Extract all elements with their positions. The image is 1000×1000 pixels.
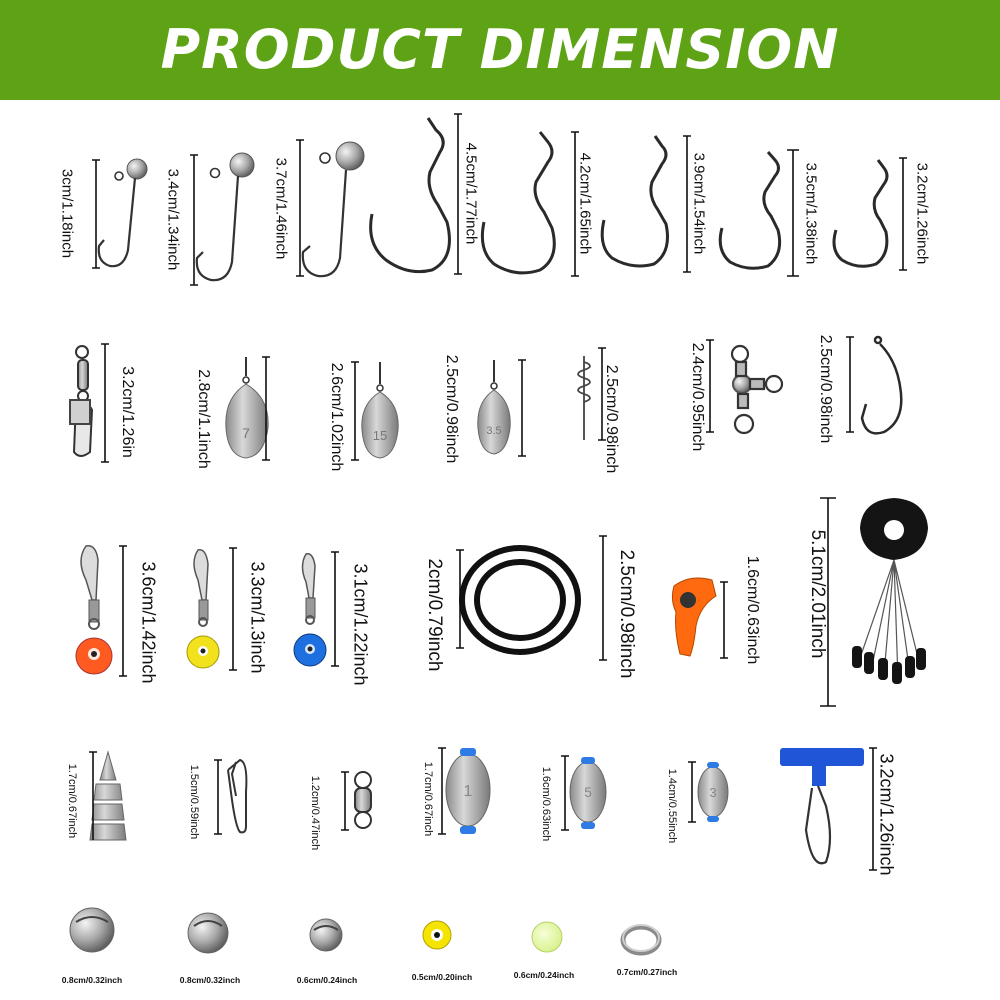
jig-head-large bbox=[301, 141, 365, 278]
jig-head-medium bbox=[195, 152, 255, 282]
worm-hook-large bbox=[369, 117, 451, 274]
egg-sinker-1-size: 1.7cm/0.67inch bbox=[422, 761, 434, 837]
hook-32-size: 3.2cm/1.26inch bbox=[913, 162, 931, 265]
spring-lock bbox=[577, 356, 591, 440]
bobber-stopper bbox=[852, 498, 928, 684]
sinker-slide bbox=[780, 748, 864, 865]
spring-lock-size: 2.5cm/0.98inch bbox=[603, 364, 620, 474]
split-shot-large-a bbox=[69, 907, 115, 953]
glow-bead-size: 0.6cm/0.24inch bbox=[513, 970, 575, 980]
drop-sinker-15 bbox=[361, 362, 399, 459]
egg-sinker-1-mark: 1 bbox=[464, 783, 473, 800]
sinker-slide-size: 3.2cm/1.26inch bbox=[876, 753, 897, 876]
egg-sinker-3-mark: 3 bbox=[709, 785, 716, 800]
egg-sinker-1 bbox=[445, 748, 491, 834]
spike-weight-size: 1.7cm/0.67inch bbox=[66, 763, 78, 839]
drop-sinker-7 bbox=[225, 357, 269, 459]
hook-39-size: 3.9cm/1.54inch bbox=[690, 152, 708, 255]
drop-sinker-3-5 bbox=[477, 360, 511, 455]
jighead-large-size: 3.7cm/1.46inch bbox=[272, 157, 290, 260]
drop-sinker-7-mark: 7 bbox=[242, 425, 250, 441]
title-banner: PRODUCT DIMENSION bbox=[0, 0, 1000, 100]
glow-bead bbox=[531, 921, 563, 953]
three-way-swivel-size: 2.4cm/0.95inch bbox=[689, 342, 706, 452]
eye-bead bbox=[422, 920, 452, 950]
jighead-medium-size: 3.4cm/1.34inch bbox=[164, 168, 182, 271]
eye-bead-size: 0.5cm/0.20inch bbox=[411, 972, 473, 982]
split-shot-a-size: 0.8cm/0.32inch bbox=[61, 975, 123, 985]
drop-sinker-15-size: 2.6cm/1.02inch bbox=[328, 362, 345, 472]
snap-swivel bbox=[69, 345, 94, 457]
hook-45-size: 4.5cm/1.77inch bbox=[462, 142, 480, 245]
o-ring-small-size: 2cm/0.79inch bbox=[424, 558, 445, 672]
o-ring-large-size: 2.5cm/0.98inch bbox=[616, 549, 637, 679]
jighead-small-size: 3cm/1.18inch bbox=[58, 168, 76, 259]
egg-sinker-5-size: 1.6cm/0.63inch bbox=[540, 766, 552, 842]
float-stop-size: 1.6cm/0.63inch bbox=[744, 555, 761, 665]
safety-snap bbox=[227, 758, 248, 834]
split-shot-b-size: 0.8cm/0.32inch bbox=[179, 975, 241, 985]
split-shot-large-b bbox=[187, 912, 229, 954]
swivel-bead-orange bbox=[75, 545, 113, 675]
swivel-bead-blue-size: 3.1cm/1.22inch bbox=[350, 563, 371, 686]
hook-42-size: 4.2cm/1.65inch bbox=[576, 152, 594, 255]
worm-hook-42 bbox=[480, 131, 556, 275]
bobber-stopper-size: 5.1cm/2.01inch bbox=[807, 529, 828, 659]
barrel-swivel-size: 1.2cm/0.47inch bbox=[309, 775, 321, 851]
o-rings bbox=[459, 545, 581, 655]
three-way-swivel bbox=[730, 344, 784, 435]
worm-hook-35 bbox=[718, 151, 782, 270]
wide-gap-hook-size: 2.5cm/0.98inch bbox=[817, 334, 834, 444]
drop-sinker-3-5-mark: 3.5 bbox=[486, 425, 501, 437]
drop-sinker-3-5-size: 2.5cm/0.98inch bbox=[443, 354, 460, 464]
barrel-swivel bbox=[354, 771, 372, 829]
swivel-bead-blue bbox=[293, 553, 327, 667]
wide-gap-hook bbox=[860, 335, 903, 435]
hook-35-size: 3.5cm/1.38inch bbox=[802, 162, 820, 265]
egg-sinker-3 bbox=[697, 762, 729, 822]
page-title: PRODUCT DIMENSION bbox=[160, 18, 840, 81]
safety-snap-size: 1.5cm/0.59inch bbox=[188, 764, 200, 840]
worm-hook-32 bbox=[832, 159, 889, 268]
snap-swivel-size: 3.2cm/1.26in bbox=[119, 366, 136, 458]
jig-head-small bbox=[97, 158, 148, 268]
spike-weight bbox=[89, 750, 127, 841]
swivel-bead-orange-size: 3.6cm/1.42inch bbox=[138, 561, 159, 684]
egg-sinker-5-mark: 5 bbox=[584, 784, 592, 800]
split-shot-c-size: 0.6cm/0.24inch bbox=[296, 975, 358, 985]
egg-sinker-5 bbox=[569, 757, 607, 829]
split-ring bbox=[620, 924, 662, 956]
drop-sinker-7-size: 2.8cm/1.1inch bbox=[195, 369, 212, 469]
swivel-bead-yellow-size: 3.3cm/1.3inch bbox=[247, 561, 268, 674]
float-stop bbox=[671, 577, 717, 657]
dimension-lines bbox=[89, 113, 907, 871]
split-shot-small bbox=[309, 918, 343, 952]
worm-hook-39 bbox=[600, 135, 669, 268]
egg-sinker-3-size: 1.4cm/0.55inch bbox=[666, 768, 678, 844]
split-ring-size: 0.7cm/0.27inch bbox=[616, 967, 678, 977]
drop-sinker-15-mark: 15 bbox=[373, 428, 387, 443]
swivel-bead-yellow bbox=[186, 549, 220, 669]
